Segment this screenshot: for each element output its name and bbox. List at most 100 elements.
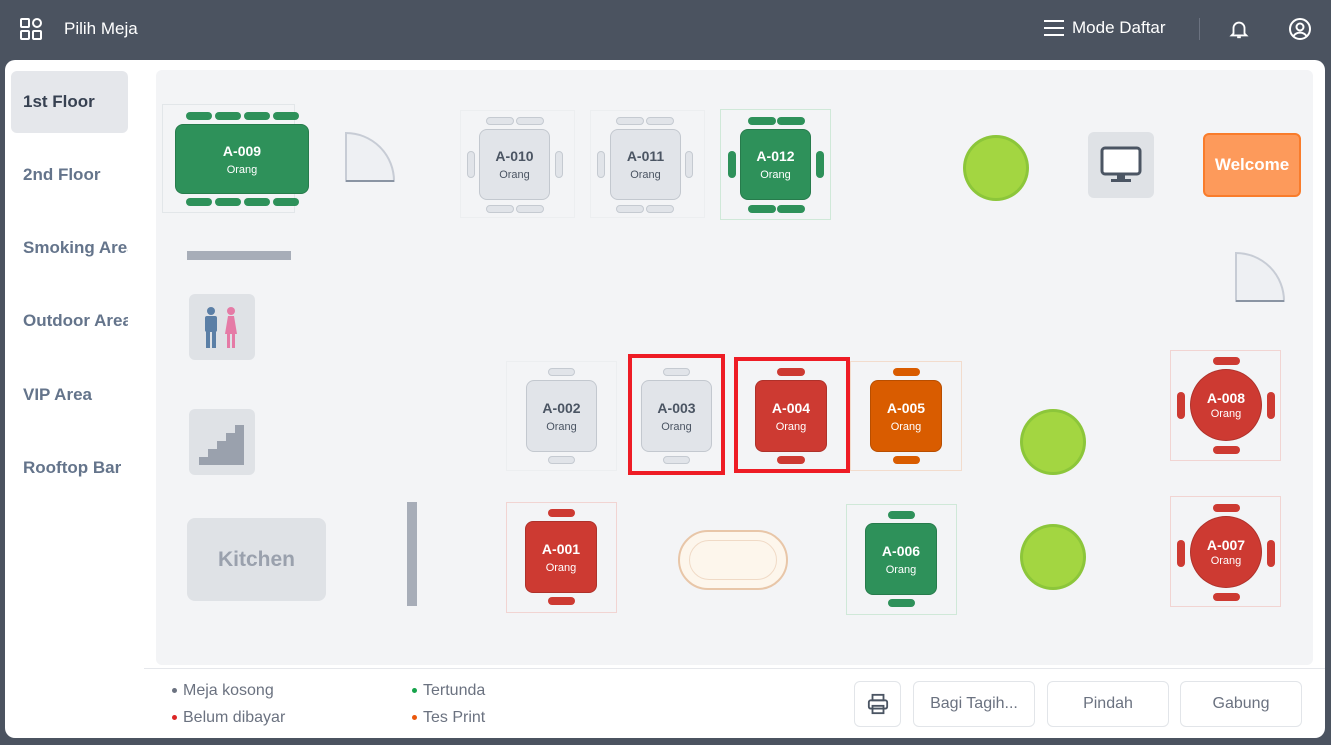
- table-name: A-011: [626, 148, 665, 164]
- chair: [516, 205, 544, 213]
- table-people: Orang: [545, 561, 577, 574]
- merge-button[interactable]: Gabung: [1180, 681, 1302, 727]
- welcome-sign: Welcome: [1203, 133, 1301, 197]
- sidebar-item-outdoor-area[interactable]: Outdoor Area: [23, 311, 128, 330]
- selection-highlight: [628, 354, 725, 475]
- chair: [728, 151, 736, 178]
- legend-dot: [172, 715, 177, 721]
- legend-label: Tes Print: [423, 709, 486, 726]
- chair: [548, 509, 575, 517]
- table-a007-area: [1170, 496, 1281, 607]
- chair: [685, 151, 693, 178]
- chair: [888, 511, 915, 519]
- table-name: A-008: [1206, 390, 1246, 406]
- menu-icon: [1044, 20, 1064, 36]
- chair: [186, 112, 212, 120]
- chair: [486, 205, 514, 213]
- chair: [273, 198, 299, 206]
- table-people: Orang: [1210, 408, 1242, 420]
- chair: [467, 151, 475, 178]
- chair: [748, 205, 776, 213]
- oval-table: [678, 530, 788, 590]
- legend-dot: [172, 688, 177, 694]
- legend-label: Belum dibayar: [183, 709, 286, 726]
- table-name: A-003: [657, 399, 696, 416]
- sidebar-item-1st-floor[interactable]: 1st Floor: [11, 71, 128, 133]
- table-name: A-005: [886, 399, 926, 416]
- chair: [893, 456, 920, 464]
- table-people: Orang: [499, 169, 530, 181]
- legend-label: Meja kosong: [183, 682, 274, 699]
- sidebar-item-rooftop-bar[interactable]: Rooftop Bar: [23, 458, 122, 477]
- move-button[interactable]: Pindah: [1047, 681, 1169, 727]
- chair: [1177, 392, 1185, 419]
- table-a011-area: [590, 110, 705, 218]
- table-people: Orang: [760, 169, 791, 181]
- print-button[interactable]: [854, 681, 901, 727]
- chair: [888, 599, 915, 607]
- chair: [663, 456, 690, 464]
- chair: [777, 456, 805, 464]
- chair: [777, 205, 805, 213]
- chair: [1177, 540, 1185, 567]
- monitor-icon: [1088, 132, 1154, 198]
- table-a005-area: [850, 361, 962, 471]
- chair: [777, 117, 805, 125]
- table-people: Orang: [226, 163, 258, 176]
- wall: [187, 251, 291, 260]
- mode-label: Mode Daftar: [1072, 18, 1166, 37]
- chair: [244, 198, 270, 206]
- table-a001-area: [506, 502, 617, 613]
- legend-dot: [412, 715, 417, 721]
- sidebar-item-2nd-floor[interactable]: 2nd Floor: [23, 165, 101, 184]
- sidebar-item-vip-area[interactable]: VIP Area: [23, 385, 92, 404]
- table-people: Orang: [885, 563, 917, 576]
- divider: [1199, 18, 1200, 40]
- table-a010-area: [460, 110, 575, 218]
- chair: [597, 151, 605, 178]
- restroom-icon: [189, 294, 255, 360]
- chair: [1267, 540, 1275, 567]
- chair: [186, 198, 212, 206]
- split-bill-button[interactable]: Bagi Tagih...: [913, 681, 1035, 727]
- mode-list-button[interactable]: Mode Daftar: [1044, 18, 1166, 38]
- stairs-icon: [189, 409, 255, 475]
- chair: [1213, 357, 1240, 365]
- table-name: A-001: [541, 540, 581, 557]
- kitchen-area: Kitchen: [187, 518, 326, 601]
- user-icon[interactable]: [1288, 17, 1312, 46]
- table-name: A-010: [495, 148, 534, 164]
- chair: [548, 368, 575, 376]
- table-a006-area: [846, 504, 957, 615]
- apps-icon[interactable]: [19, 17, 43, 41]
- sidebar-item-smoking-area[interactable]: Smoking Area: [23, 238, 128, 257]
- wall: [407, 502, 417, 606]
- chair: [1213, 504, 1240, 512]
- chair: [646, 117, 674, 125]
- chair: [244, 112, 270, 120]
- table-people: Orang: [630, 169, 661, 181]
- plant-icon: [966, 138, 1026, 198]
- table-name: A-002: [542, 399, 581, 416]
- chair: [616, 117, 644, 125]
- chair: [516, 117, 544, 125]
- table-name: A-004: [771, 399, 811, 416]
- bell-icon[interactable]: [1228, 18, 1250, 45]
- table-a012-area: [720, 109, 831, 220]
- chair: [215, 198, 241, 206]
- chair: [215, 112, 241, 120]
- table-people: Orang: [546, 420, 577, 433]
- footer-divider: [144, 668, 1325, 669]
